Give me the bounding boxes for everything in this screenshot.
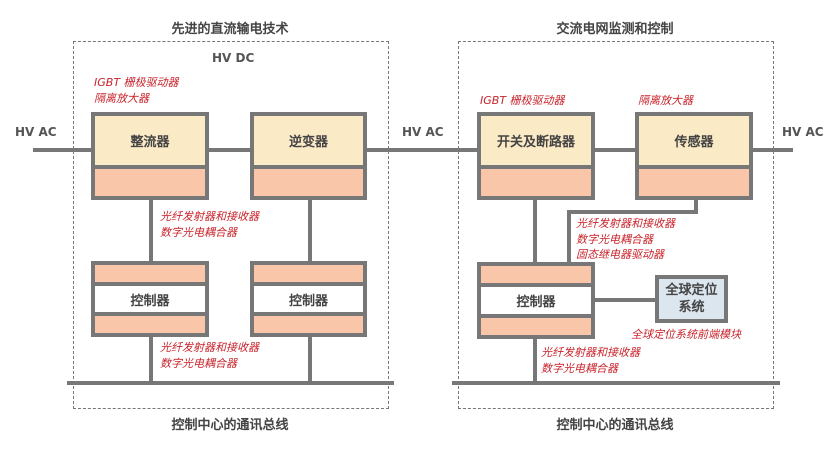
sensor-link-horizontal: [567, 210, 698, 214]
hvdc-section-title: 先进的直流输电技术: [171, 22, 289, 37]
inverter-block: 逆变器: [250, 112, 367, 200]
sensor-link-vertical: [694, 196, 698, 213]
switch-breaker-block: 开关及断路器: [477, 112, 595, 200]
fiber-label-left-top: 光纤发射器和接收器数字光电耦合器: [160, 210, 259, 239]
right-comm-bus: [452, 381, 780, 385]
fiber-label-right-bottom: 光纤发射器和接收器数字光电耦合器: [541, 346, 640, 375]
hv-dc-label: HV DC: [212, 51, 255, 65]
ac-grid-section-frame: [458, 41, 774, 409]
sensor-block: 传感器: [635, 112, 753, 200]
gps-block: 全球定位系统: [655, 275, 728, 323]
hv-ac-label-left: HV AC: [15, 125, 57, 139]
controller-block-2: 控制器: [250, 261, 367, 337]
hv-ac-label-middle: HV AC: [402, 125, 444, 139]
isolation-amplifier-label-right: 隔离放大器: [638, 94, 693, 107]
fiber-label-left-bottom: 光纤发射器和接收器数字光电耦合器: [160, 341, 259, 370]
hv-ac-label-right: HV AC: [782, 125, 824, 139]
ac-grid-section-title: 交流电网监测和控制: [556, 22, 674, 37]
hvdc-section-frame: [73, 41, 389, 409]
fiber-label-right-top: 光纤发射器和接收器数字光电耦合器固态继电器驱动器: [576, 217, 675, 261]
igbt-gate-driver-label-right: IGBT 栅极驱动器: [480, 94, 565, 107]
gps-frontend-label: 全球定位系统前端模块: [631, 328, 741, 341]
right-bus-label: 控制中心的通讯总线: [556, 418, 674, 433]
controller-label: 控制器: [254, 282, 363, 316]
rectifier-block: 整流器: [91, 112, 209, 200]
controller-label: 控制器: [95, 282, 205, 316]
inverter-label: 逆变器: [254, 116, 363, 165]
switch-breaker-label: 开关及断路器: [481, 116, 591, 165]
controller-label: 控制器: [481, 283, 591, 318]
controller-block-1: 控制器: [91, 261, 209, 337]
igbt-gate-driver-label-left: IGBT 栅极驱动器隔离放大器: [94, 76, 179, 105]
left-bus-label: 控制中心的通讯总线: [171, 418, 289, 433]
gps-link-line: [592, 298, 657, 302]
rectifier-label: 整流器: [95, 116, 205, 165]
left-comm-bus: [67, 381, 394, 385]
hv-ac-power-line: [33, 148, 793, 152]
sensor-label: 传感器: [639, 116, 749, 165]
sensor-link-down: [567, 210, 571, 264]
controller-block-right: 控制器: [477, 262, 595, 339]
